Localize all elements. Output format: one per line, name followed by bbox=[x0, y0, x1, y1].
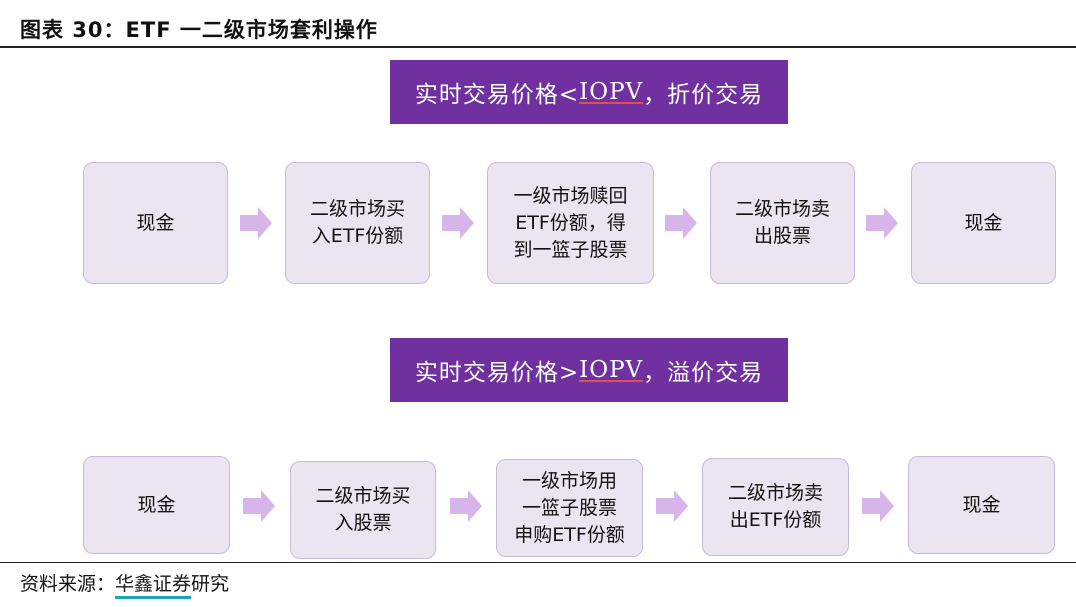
step-buy-stocks-secondary: 二级市场买 入股票 bbox=[290, 461, 436, 559]
step-create-etf-primary: 一级市场用 一篮子股票 申购ETF份额 bbox=[496, 459, 643, 557]
right-block-arrow-icon bbox=[656, 490, 688, 522]
step-label: 一级市场赎回 ETF份额，得 到一篮子股票 bbox=[513, 184, 628, 261]
premium-banner: 实时交易价格>IOPV，溢价交易 bbox=[390, 338, 788, 402]
right-block-arrow-icon bbox=[862, 490, 894, 522]
step-label: 一级市场用 一篮子股票 申购ETF份额 bbox=[514, 469, 625, 546]
source-label: 资料来源： bbox=[20, 573, 116, 595]
banner-suffix: ，折价交易 bbox=[643, 82, 764, 108]
step-cash-start: 现金 bbox=[83, 162, 228, 284]
source-note: 资料来源：华鑫证券研究 bbox=[20, 569, 230, 599]
banner-suffix: ，溢价交易 bbox=[643, 360, 764, 386]
right-block-arrow-icon bbox=[866, 207, 898, 239]
step-label: 二级市场卖 出股票 bbox=[734, 198, 830, 247]
step-cash-end: 现金 bbox=[911, 162, 1056, 284]
discount-banner: 实时交易价格<IOPV，折价交易 bbox=[390, 60, 788, 124]
step-cash-end: 现金 bbox=[908, 456, 1055, 554]
banner-prefix: 实时交易价格< bbox=[414, 82, 580, 108]
right-block-arrow-icon bbox=[450, 490, 482, 522]
banner-iopv: IOPV bbox=[579, 357, 644, 383]
step-label: 现金 bbox=[137, 493, 176, 516]
step-label: 现金 bbox=[136, 211, 175, 234]
step-label: 二级市场卖 出ETF份额 bbox=[727, 482, 823, 531]
step-label: 二级市场买 入股票 bbox=[315, 485, 411, 534]
right-block-arrow-icon bbox=[665, 207, 697, 239]
banner-prefix: 实时交易价格> bbox=[414, 360, 580, 386]
top-divider bbox=[0, 46, 1076, 48]
step-sell-etf-secondary: 二级市场卖 出ETF份额 bbox=[702, 458, 849, 556]
bottom-divider bbox=[0, 562, 1076, 563]
right-block-arrow-icon bbox=[240, 207, 272, 239]
banner-iopv: IOPV bbox=[579, 79, 644, 105]
step-label: 二级市场买 入ETF份额 bbox=[309, 198, 405, 247]
step-sell-stocks-secondary: 二级市场卖 出股票 bbox=[710, 162, 855, 284]
step-cash-start: 现金 bbox=[83, 456, 230, 554]
step-redeem-etf-primary: 一级市场赎回 ETF份额，得 到一篮子股票 bbox=[487, 162, 654, 284]
step-buy-etf-secondary: 二级市场买 入ETF份额 bbox=[285, 162, 430, 284]
source-suffix: 研究 bbox=[191, 573, 230, 595]
right-block-arrow-icon bbox=[243, 490, 275, 522]
source-brand: 华鑫证券 bbox=[115, 573, 192, 599]
right-block-arrow-icon bbox=[442, 207, 474, 239]
step-label: 现金 bbox=[962, 493, 1001, 516]
figure-title: 图表 30：ETF 一二级市场套利操作 bbox=[20, 18, 378, 42]
step-label: 现金 bbox=[964, 211, 1003, 234]
